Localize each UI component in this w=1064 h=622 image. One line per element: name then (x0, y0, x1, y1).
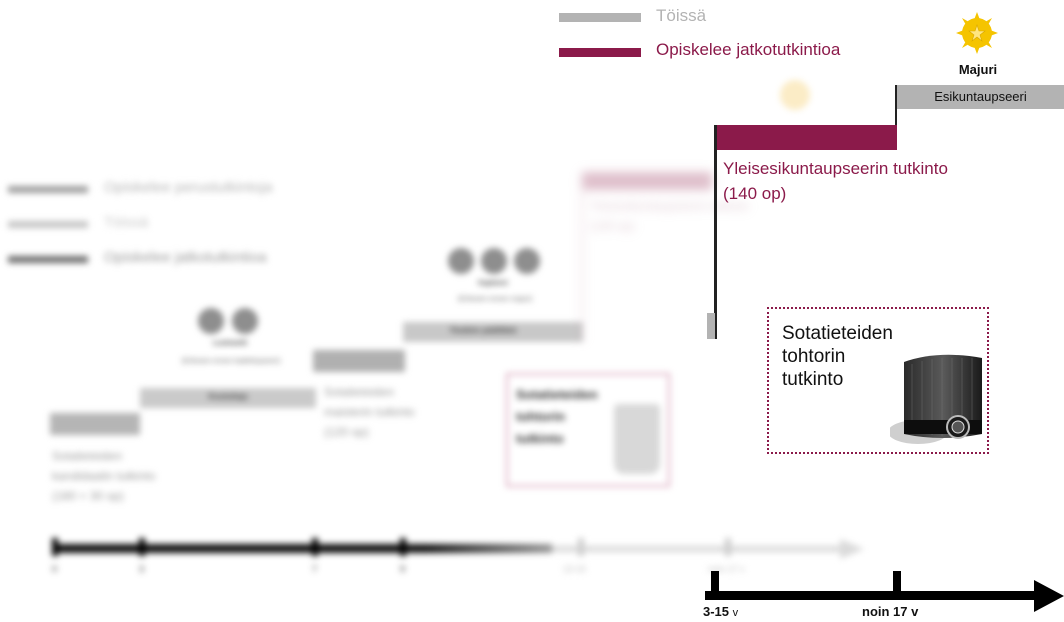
blurred-tick-7 (312, 538, 318, 556)
blurred-timeline-fade (552, 546, 842, 552)
tick-start-unit: v (732, 607, 739, 619)
timeline-tick-start-label: 3-15 v (703, 604, 738, 619)
timeline-arrow-icon (1034, 580, 1064, 612)
faded-doctorate-hat (614, 404, 660, 474)
legend-postgrad-swatch (559, 48, 641, 57)
blurred-tick-17 (725, 538, 731, 556)
lieutenant-note: (Erikseen ennen kadettiupseeri) (181, 358, 281, 365)
timeline-axis (705, 591, 1037, 600)
course-label-line1: Yleisesikuntaupseerin tutkinto (723, 159, 948, 178)
blurred-tick-label-3: 3 (139, 564, 145, 574)
step-platoon (140, 388, 316, 408)
captain-note: (Erikseen ennen majuri) (457, 296, 533, 303)
doctoral-hat-icon (890, 354, 982, 444)
faded-doctorate-label: Sotatieteiden tohtorin tutkinto (516, 387, 598, 446)
tick-start-value: 3-15 (703, 604, 730, 619)
blurred-tick-label-9: 9 (400, 564, 406, 574)
lieutenant-rank-label: Luutnantti (212, 340, 248, 347)
faded-course-riser (581, 172, 583, 342)
captain-rank-label: Kapteeni (478, 280, 508, 287)
step-master (313, 350, 405, 372)
captain-dot-2 (481, 248, 507, 274)
faded-rank-badge (780, 80, 810, 110)
step-company-label: Yksikön päällikkö (449, 326, 517, 335)
faded-course-label: Yleisesikuntaupseerin tutkinto (140 op) (590, 199, 749, 233)
captain-dot-1 (448, 248, 474, 274)
connector-riser-left (714, 125, 717, 339)
legend-basic-label: Opiskelee perustutkintoja (104, 179, 273, 196)
doctorate-line1: Sotatieteiden (782, 323, 893, 344)
blurred-tick-label-7: 7 (312, 564, 318, 574)
timeline-tick-17-label: noin 17 v (862, 604, 919, 619)
legend-postgrad-label: Opiskelee jatkotutkintioa (656, 40, 841, 59)
blurred-tick-label-13: 13-15 (563, 564, 587, 574)
blurred-tick-0 (52, 538, 58, 556)
step-bachelor (50, 413, 140, 435)
blurred-tick-label-0: 0 (52, 564, 58, 574)
lieutenant-dot-1 (198, 308, 224, 334)
legend-working2-swatch (8, 221, 88, 228)
step-platoon-label: Kouluttaja (208, 392, 248, 401)
doctorate-line2: tohtorin (782, 346, 846, 367)
captain-dot-3 (514, 248, 540, 274)
blurred-tick-9 (400, 538, 406, 556)
timeline-tick-start (711, 571, 719, 593)
blurred-timeline-arrow (840, 539, 864, 559)
blurred-tick-3 (139, 538, 145, 556)
timeline-tick-17 (893, 571, 901, 593)
lieutenant-dot-2 (232, 308, 258, 334)
course-label-line2: (140 op) (723, 184, 787, 203)
master-label: Sotatieteiden maisterin tutkinto (120 op… (324, 385, 415, 439)
staff-officer-label: Esikuntaupseeri (934, 89, 1027, 104)
legend-working-swatch (559, 13, 641, 22)
blurred-timeline-axis (52, 544, 552, 553)
step-company (403, 322, 583, 342)
legend-working2-label: Töissä (104, 214, 149, 231)
legend-postgrad2-swatch (8, 256, 88, 263)
legend-postgrad2-label: Opiskelee jatkotutkintioa (104, 249, 267, 266)
doctorate-line3: tutkinto (782, 369, 844, 390)
postgrad-course-bar (716, 125, 897, 150)
connector-riser-right (895, 85, 897, 125)
legend-basic-swatch (8, 186, 88, 193)
blurred-tick-13 (578, 538, 584, 556)
legend-working-label: Töissä (656, 6, 707, 25)
grey-stub (707, 313, 715, 339)
rank-label: Majuri (958, 62, 998, 77)
staff-officer-bar (897, 85, 1064, 109)
blurred-tick-label-17: noin 17 v (708, 564, 745, 574)
bachelor-label: Sotatieteiden kandidaatin tutkinto (180 … (52, 449, 156, 503)
rank-badge-icon (956, 12, 998, 54)
faded-course-bar (582, 172, 712, 190)
